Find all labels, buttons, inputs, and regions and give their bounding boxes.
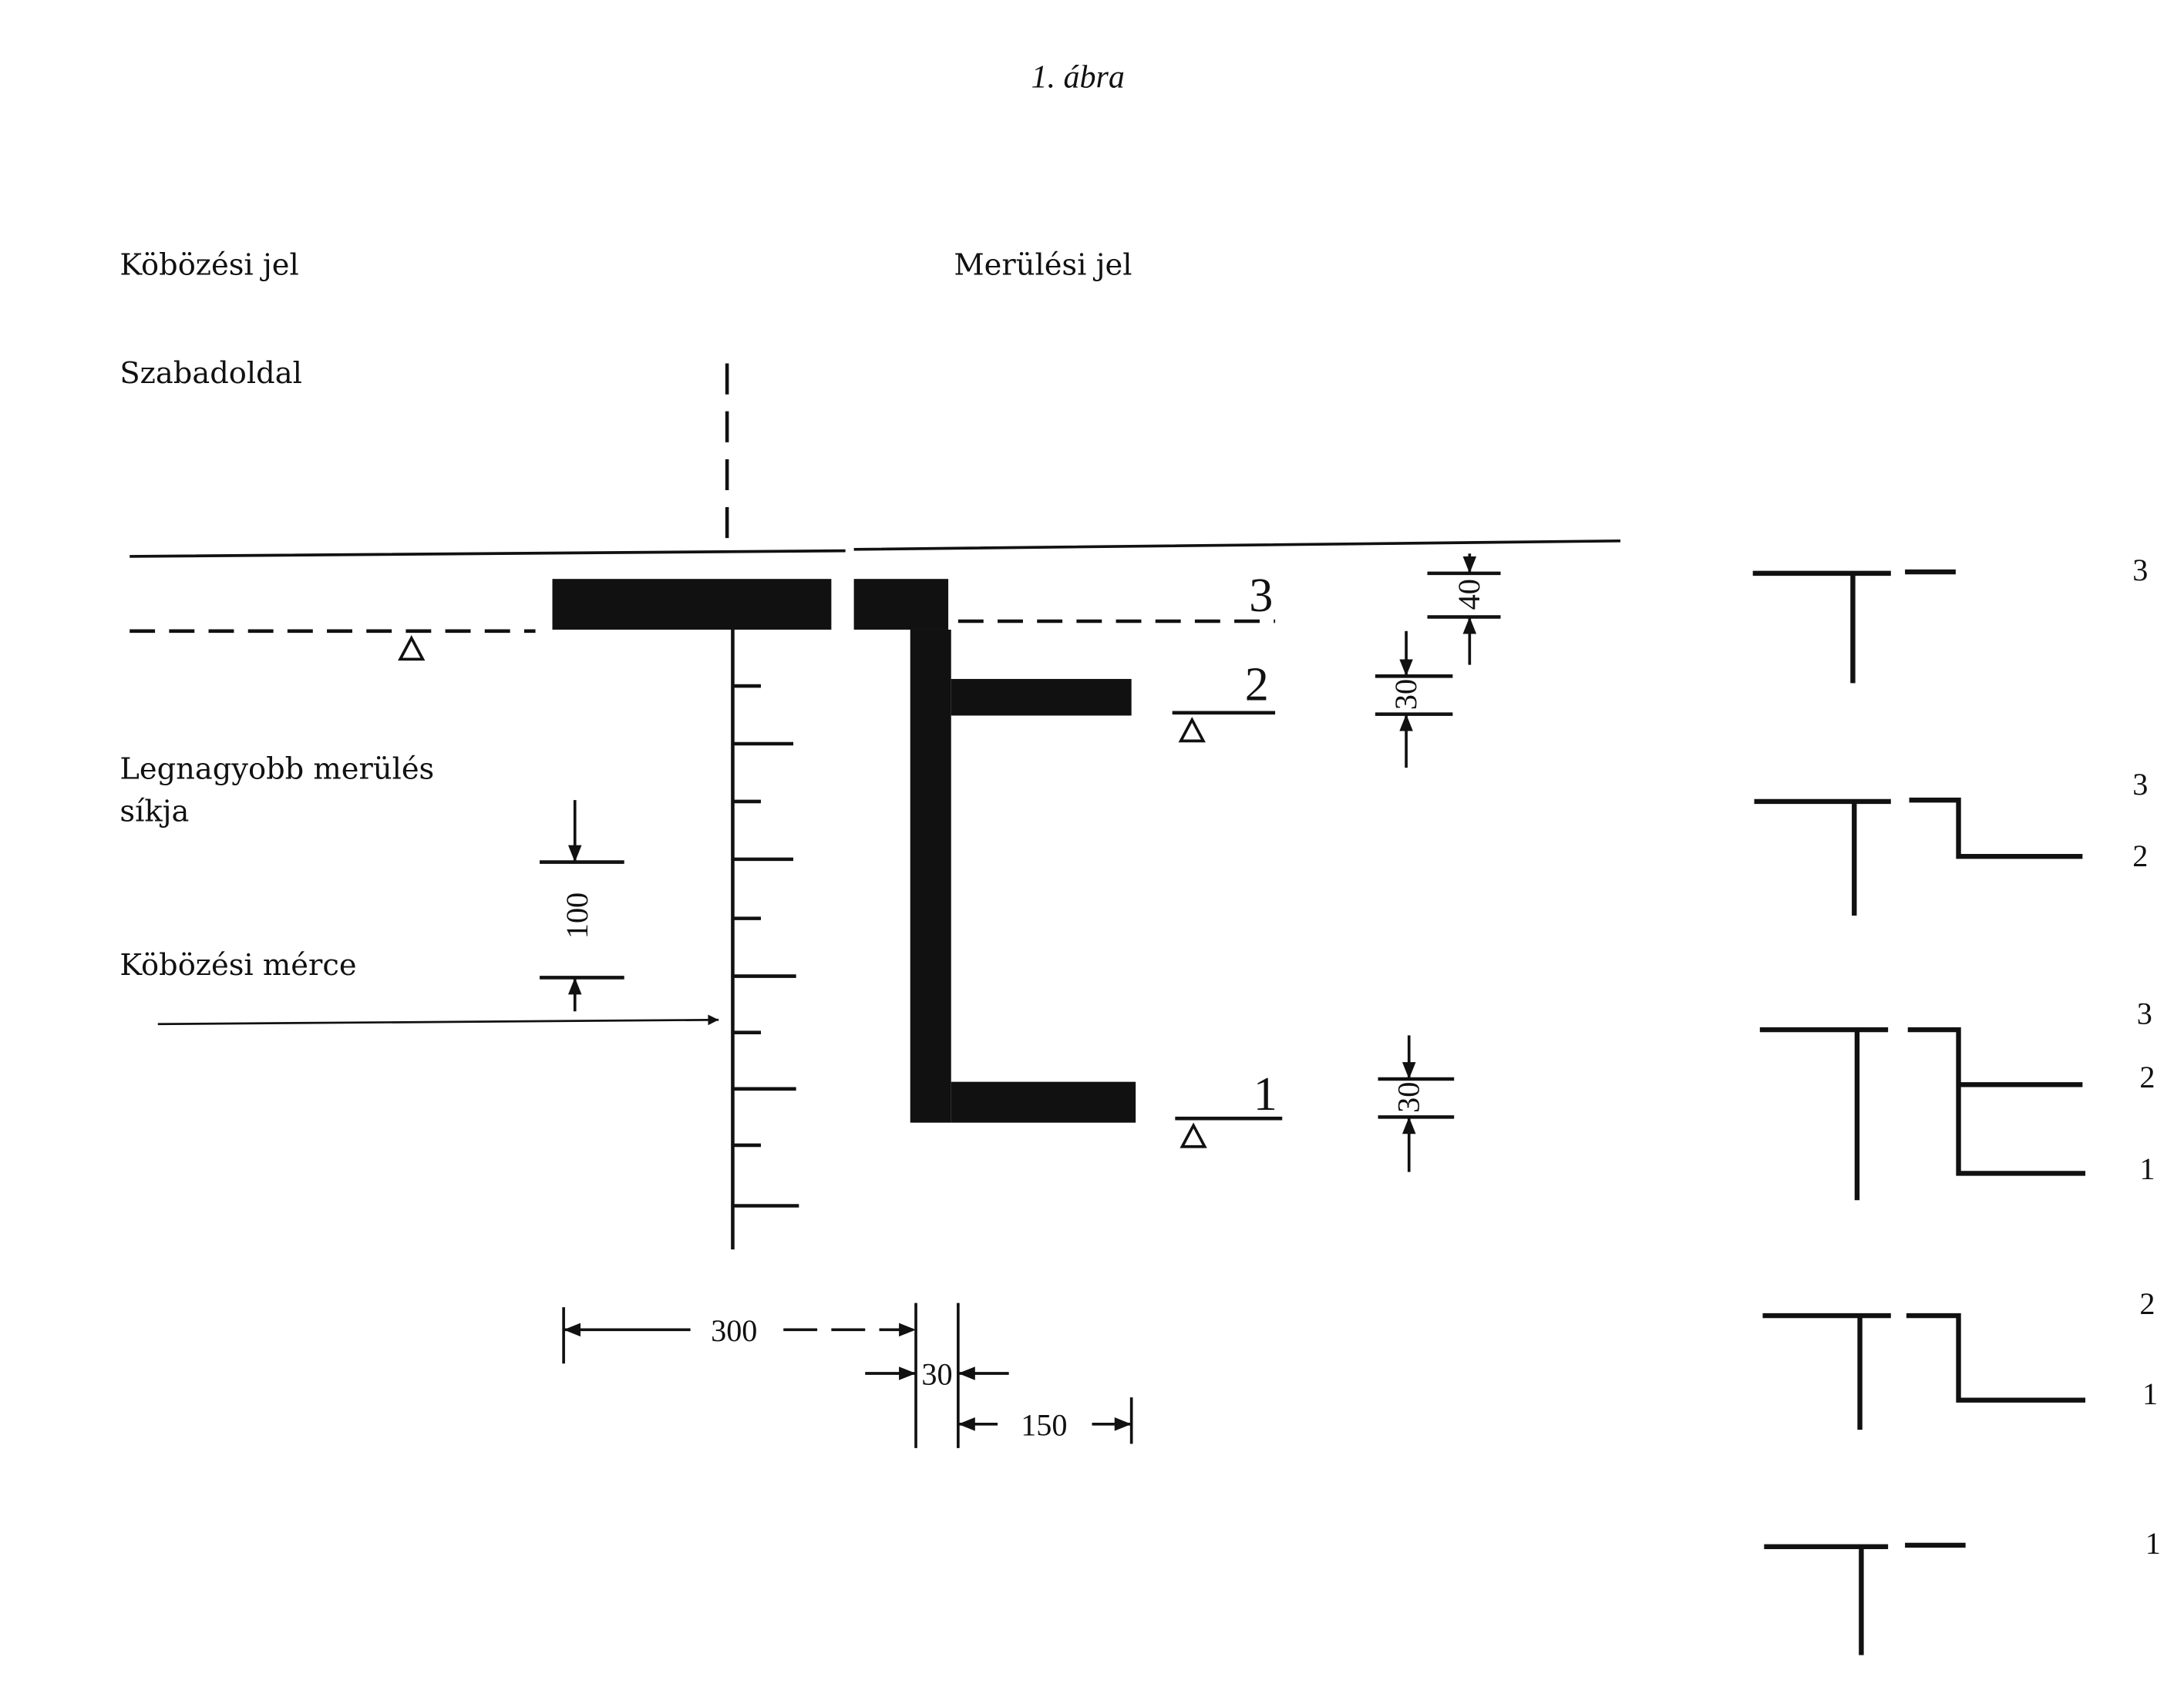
svg-text:30: 30 (921, 1357, 952, 1392)
dimension-300: 300 (562, 1307, 917, 1364)
svg-text:1: 1 (2139, 1151, 2155, 1186)
waterline-triangle-icon (1178, 717, 1206, 743)
svg-text:1: 1 (2142, 1376, 2158, 1411)
svg-text:2: 2 (2139, 1286, 2155, 1321)
label-sikja: síkja (119, 795, 189, 829)
draft-number-3: 3 (1249, 570, 1273, 622)
svg-text:30: 30 (1388, 679, 1423, 710)
waterline-triangle-icon (1179, 1122, 1207, 1148)
label-szabadoldal: Szabadoldal (119, 356, 301, 391)
label-merulesi-jel: Merülési jel (954, 247, 1132, 282)
svg-text:3: 3 (2132, 553, 2148, 587)
dimension-30-width: 30 (865, 1357, 1009, 1392)
variant-3: 3 2 1 (1759, 997, 2155, 1201)
svg-text:300: 300 (711, 1313, 757, 1348)
label-legnagyobb-merules: Legnagyobb merülés (119, 752, 434, 787)
variant-1: 3 (1752, 553, 2148, 684)
svg-text:30: 30 (1392, 1082, 1426, 1113)
label-kobozesi-jel: Köbözési jel (119, 247, 298, 282)
tonnage-mark-bar (552, 579, 832, 630)
draft-mark-vertical (910, 629, 951, 1123)
svg-text:100: 100 (560, 892, 594, 939)
dimension-30-bottom: 30 (1378, 1035, 1455, 1172)
label-kobozesi-merce: Köbözési mérce (119, 948, 356, 983)
draft-number-1: 1 (1254, 1068, 1277, 1121)
dimension-100: 100 (540, 800, 624, 1012)
svg-text:2: 2 (2139, 1060, 2155, 1094)
figure-title: 1. ábra (1031, 59, 1125, 95)
deck-line (130, 539, 1620, 558)
pointer-arrow (157, 1014, 719, 1026)
draft-mark-top-block (853, 579, 949, 630)
svg-text:3: 3 (2132, 767, 2148, 802)
draft-mark-arm-1 (951, 1081, 1136, 1123)
svg-text:3: 3 (2137, 997, 2152, 1031)
draft-number-2: 2 (1245, 658, 1269, 711)
variant-5: 1 (1764, 1526, 2161, 1655)
variant-2: 3 2 (1754, 767, 2148, 916)
svg-text:2: 2 (2132, 839, 2148, 873)
dimension-30-top: 30 (1375, 630, 1453, 768)
draft-mark-arm-2 (951, 678, 1132, 716)
variant-4: 2 1 (1762, 1286, 2158, 1430)
waterline-triangle-icon (398, 635, 426, 661)
tonnage-scale (731, 629, 799, 1250)
dimension-150: 150 (957, 1397, 1133, 1444)
dimension-40: 40 (1427, 553, 1501, 665)
svg-text:40: 40 (1452, 579, 1486, 610)
svg-text:150: 150 (1021, 1407, 1067, 1442)
svg-text:1: 1 (2145, 1526, 2161, 1561)
